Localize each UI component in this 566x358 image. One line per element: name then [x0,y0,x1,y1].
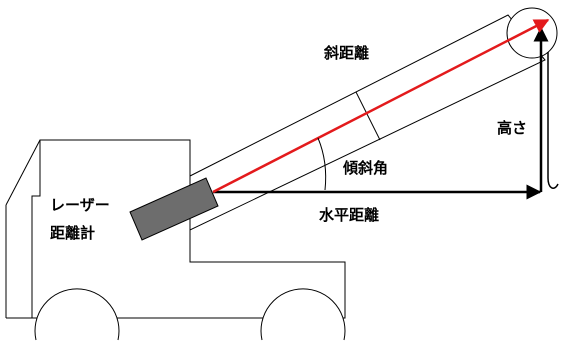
device-label-line1: レーザー [50,196,110,214]
height-label: 高さ [497,119,527,137]
truck-cab-slope [32,140,41,197]
wheel-right [260,288,346,341]
slant-distance-laser-line [212,18,550,194]
pulley-circle [506,7,558,59]
tilt-angle-label: 傾斜角 [342,159,388,177]
laser-device [129,177,219,241]
wheel-left [34,288,120,341]
horizontal-distance-label: 水平距離 [319,206,379,224]
tilt-angle-arc [317,137,327,191]
truck-rear-line [5,139,41,206]
boom-segment-joint [355,91,381,141]
slant-distance-label: 斜距離 [323,44,369,62]
hook-cable [547,52,559,189]
device-label-line2: 距離計 [50,224,95,242]
